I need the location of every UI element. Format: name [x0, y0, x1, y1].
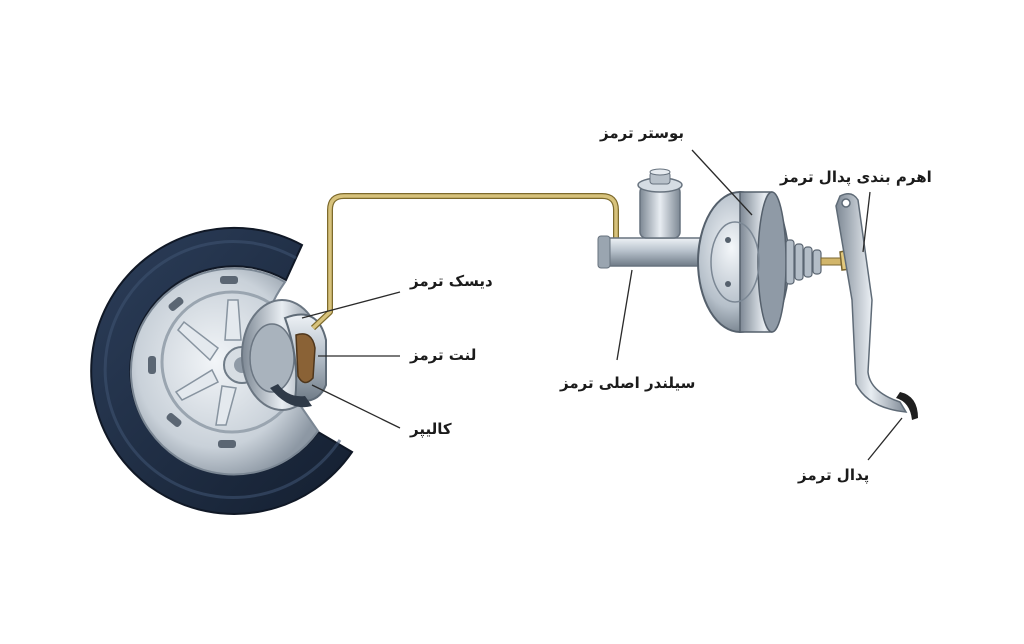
booster-bellows — [785, 239, 822, 285]
fluid-reservoir — [639, 185, 681, 239]
pedal-pad — [896, 392, 918, 420]
tire — [90, 226, 354, 515]
leader-booster — [691, 149, 753, 216]
rim-vent-holes — [148, 276, 238, 448]
brake-disc-assembly — [241, 299, 327, 411]
wheel — [90, 226, 354, 515]
brake-pedal-assembly — [835, 193, 918, 420]
leader-master-cylinder — [616, 269, 633, 361]
label-pedal-linkage: اهرم بندی پدال ترمز — [780, 168, 932, 186]
caliper-bracket — [270, 384, 312, 408]
leader-lines — [301, 149, 903, 461]
rim-spokes — [174, 299, 242, 426]
brake-pad-shape — [295, 333, 316, 384]
label-brake-pedal: پدال ترمز — [798, 466, 870, 484]
brake-booster — [697, 191, 861, 333]
label-brake-disc: دیسک ترمز — [410, 272, 493, 290]
pedal-arm — [835, 193, 908, 413]
leader-caliper — [311, 384, 401, 429]
label-brake-pad: لنت ترمز — [410, 346, 477, 364]
tire-tread-highlight — [103, 240, 342, 499]
leader-pedal — [867, 417, 903, 461]
push-rod — [820, 257, 844, 266]
pedal-pivot — [841, 198, 851, 208]
leader-disc — [301, 291, 401, 319]
label-master-cylinder: سیلندر اصلی ترمز — [560, 374, 696, 392]
leader-linkage — [862, 191, 871, 253]
master-cylinder — [597, 168, 711, 269]
label-caliper: کالیپر — [410, 420, 452, 438]
master-cylinder-body — [599, 237, 711, 267]
brake-line — [310, 193, 619, 331]
label-brake-booster: بوستر ترمز — [600, 124, 685, 142]
